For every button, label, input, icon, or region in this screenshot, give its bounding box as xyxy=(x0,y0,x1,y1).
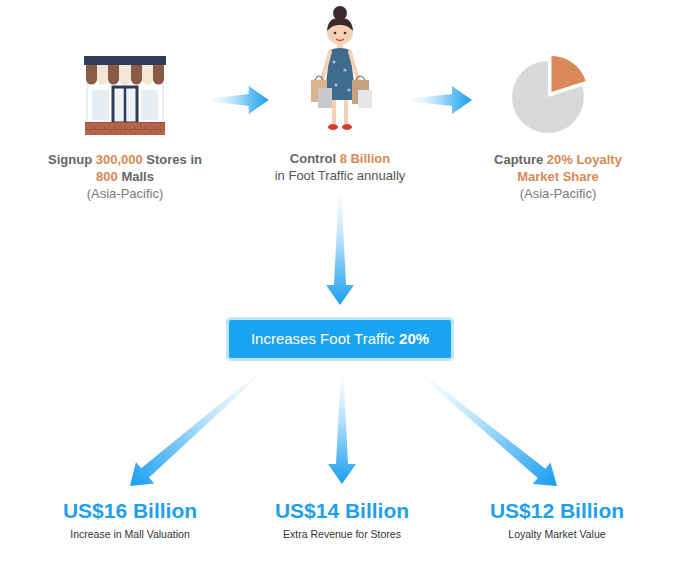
text-run: in Foot Traffic annually xyxy=(275,168,406,183)
text-run: (Asia-Pacific) xyxy=(520,186,597,201)
node-body: in Foot Traffic annually xyxy=(275,167,406,184)
node-heading: Signup 300,000 Stores in 800 Malls xyxy=(45,151,205,185)
process-box: Increases Foot Traffic 20% xyxy=(226,317,454,361)
text-run: 20% xyxy=(399,330,429,347)
text-run: Stores in xyxy=(143,152,202,167)
text-run: 800 xyxy=(96,169,118,184)
pie-chart xyxy=(512,56,586,133)
text-run: Capture xyxy=(494,152,547,167)
node-body: (Asia-Pacific) xyxy=(45,185,205,202)
pie-node: Capture 20% Loyalty Market Share(Asia-Pa… xyxy=(478,55,638,202)
result-node: US$16 BillionIncrease in Mall Valuation xyxy=(63,498,197,541)
text-run: 8 Billion xyxy=(340,151,391,166)
text-run: (Asia-Pacific) xyxy=(87,186,164,201)
flow-arrow xyxy=(411,86,472,114)
shopper-node: Control 8 Billionin Foot Traffic annuall… xyxy=(275,30,406,184)
store-node: Signup 300,000 Stores in 800 Malls(Asia-… xyxy=(45,55,205,202)
text-run: 300,000 xyxy=(96,152,143,167)
node-heading: US$12 Billion xyxy=(490,498,624,524)
text-run: Extra Revenue for Stores xyxy=(283,528,401,540)
node-heading: Control 8 Billion xyxy=(275,150,406,167)
flow-arrow xyxy=(130,374,259,486)
node-body: Extra Revenue for Stores xyxy=(275,527,409,541)
result-node: US$14 BillionExtra Revenue for Stores xyxy=(275,498,409,541)
node-heading: US$14 Billion xyxy=(275,498,409,524)
text-run: US$12 Billion xyxy=(490,499,624,522)
text-run: Signup xyxy=(48,152,96,167)
flow-arrow xyxy=(211,86,269,114)
node-heading: Capture 20% Loyalty Market Share xyxy=(478,151,638,185)
text-run: US$14 Billion xyxy=(275,499,409,522)
store-icon xyxy=(84,56,166,135)
node-body: (Asia-Pacific) xyxy=(478,185,638,202)
text-run: Malls xyxy=(118,169,154,184)
text-run: Loyalty Market Value xyxy=(508,528,605,540)
text-run: Control xyxy=(290,151,340,166)
flow-arrow xyxy=(421,374,557,486)
flow-arrow xyxy=(328,375,356,484)
text-run: US$16 Billion xyxy=(63,499,197,522)
text-run: Increases Foot Traffic xyxy=(251,330,399,347)
node-body: Increase in Mall Valuation xyxy=(63,527,197,541)
text-run: Increase in Mall Valuation xyxy=(70,528,189,540)
node-heading: Increases Foot Traffic 20% xyxy=(251,329,429,349)
flow-arrow xyxy=(326,194,354,305)
node-body: Loyalty Market Value xyxy=(490,527,624,541)
result-node: US$12 BillionLoyalty Market Value xyxy=(490,498,624,541)
shopper-figure xyxy=(311,6,372,130)
node-heading: US$16 Billion xyxy=(63,498,197,524)
